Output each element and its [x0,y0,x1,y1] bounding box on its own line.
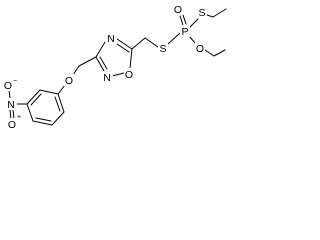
bond-ethyl-ch3-ch2 [212,8,227,18]
bond-ring-c3-n2-a [95,56,105,72]
atom-o-ether: O [65,75,73,87]
atom-n-nitro: N [7,99,15,111]
bond-layer [8,8,227,126]
bond-p-s [167,32,181,45]
atom-s-ethylthio: S [198,7,205,19]
bond-ring-o1-c5 [129,48,133,69]
bond-ring-n2-o1 [111,72,125,77]
bond-benzene-4 [32,120,53,126]
bond-s-p [188,18,199,29]
bond-benzene-5 [51,111,65,126]
atom-o-ethoxy: O [196,43,204,55]
bond-ring-c5-n4-a [116,38,133,50]
atom-o-phosphoryl: O [174,4,182,16]
bond-ch2-ch3 [213,49,226,57]
bond-benzene-inner-c [54,96,61,112]
bond-p-o-double-b [182,14,187,25]
bond-benzene-2 [26,89,41,105]
bond-n-o-top [8,89,11,99]
bond-s-ch2 [144,37,159,48]
charge-n-plus: + [17,114,21,121]
atom-n-ring-top: N [107,33,115,45]
bond-o-ch2 [204,49,215,57]
bond-n-o-bottom-b [12,109,15,120]
atom-o-nitro-top: O [4,80,12,92]
bond-p-o-double-a [179,15,184,26]
bond-o-ether-aryl [57,84,66,95]
bond-n-o-bottom-a [9,109,12,120]
bond-ch2-ring [131,37,146,50]
atom-o-ring: O [125,69,133,81]
atom-layer: S O P O S N O N O N + O − O [3,3,207,131]
atom-n-ring-bottom: N [103,72,111,84]
atom-o-nitro-bottom: O [8,119,16,131]
bond-benzene-3 [26,103,34,122]
bond-ring-c3-n2-b [99,56,108,70]
bond-benzene-inner-a [30,93,42,106]
charge-o-minus: − [13,78,17,85]
chemical-structure-diagram: S O P O S N O N O N + O − O [3,3,227,131]
bond-benzene-6 [57,93,65,113]
bond-ring-n4-c3 [95,41,106,58]
bond-ring-c5-n4-b [116,43,130,53]
bond-benzene-1 [39,89,59,95]
bond-p-o-ethoxy [188,35,197,45]
atom-p: P [181,26,188,38]
atom-s-methylthio: S [159,43,166,55]
bond-ring-ch2 [78,56,97,67]
bond-benzene-inner-b [35,117,52,122]
bond-ch2-o-ether [72,65,80,76]
